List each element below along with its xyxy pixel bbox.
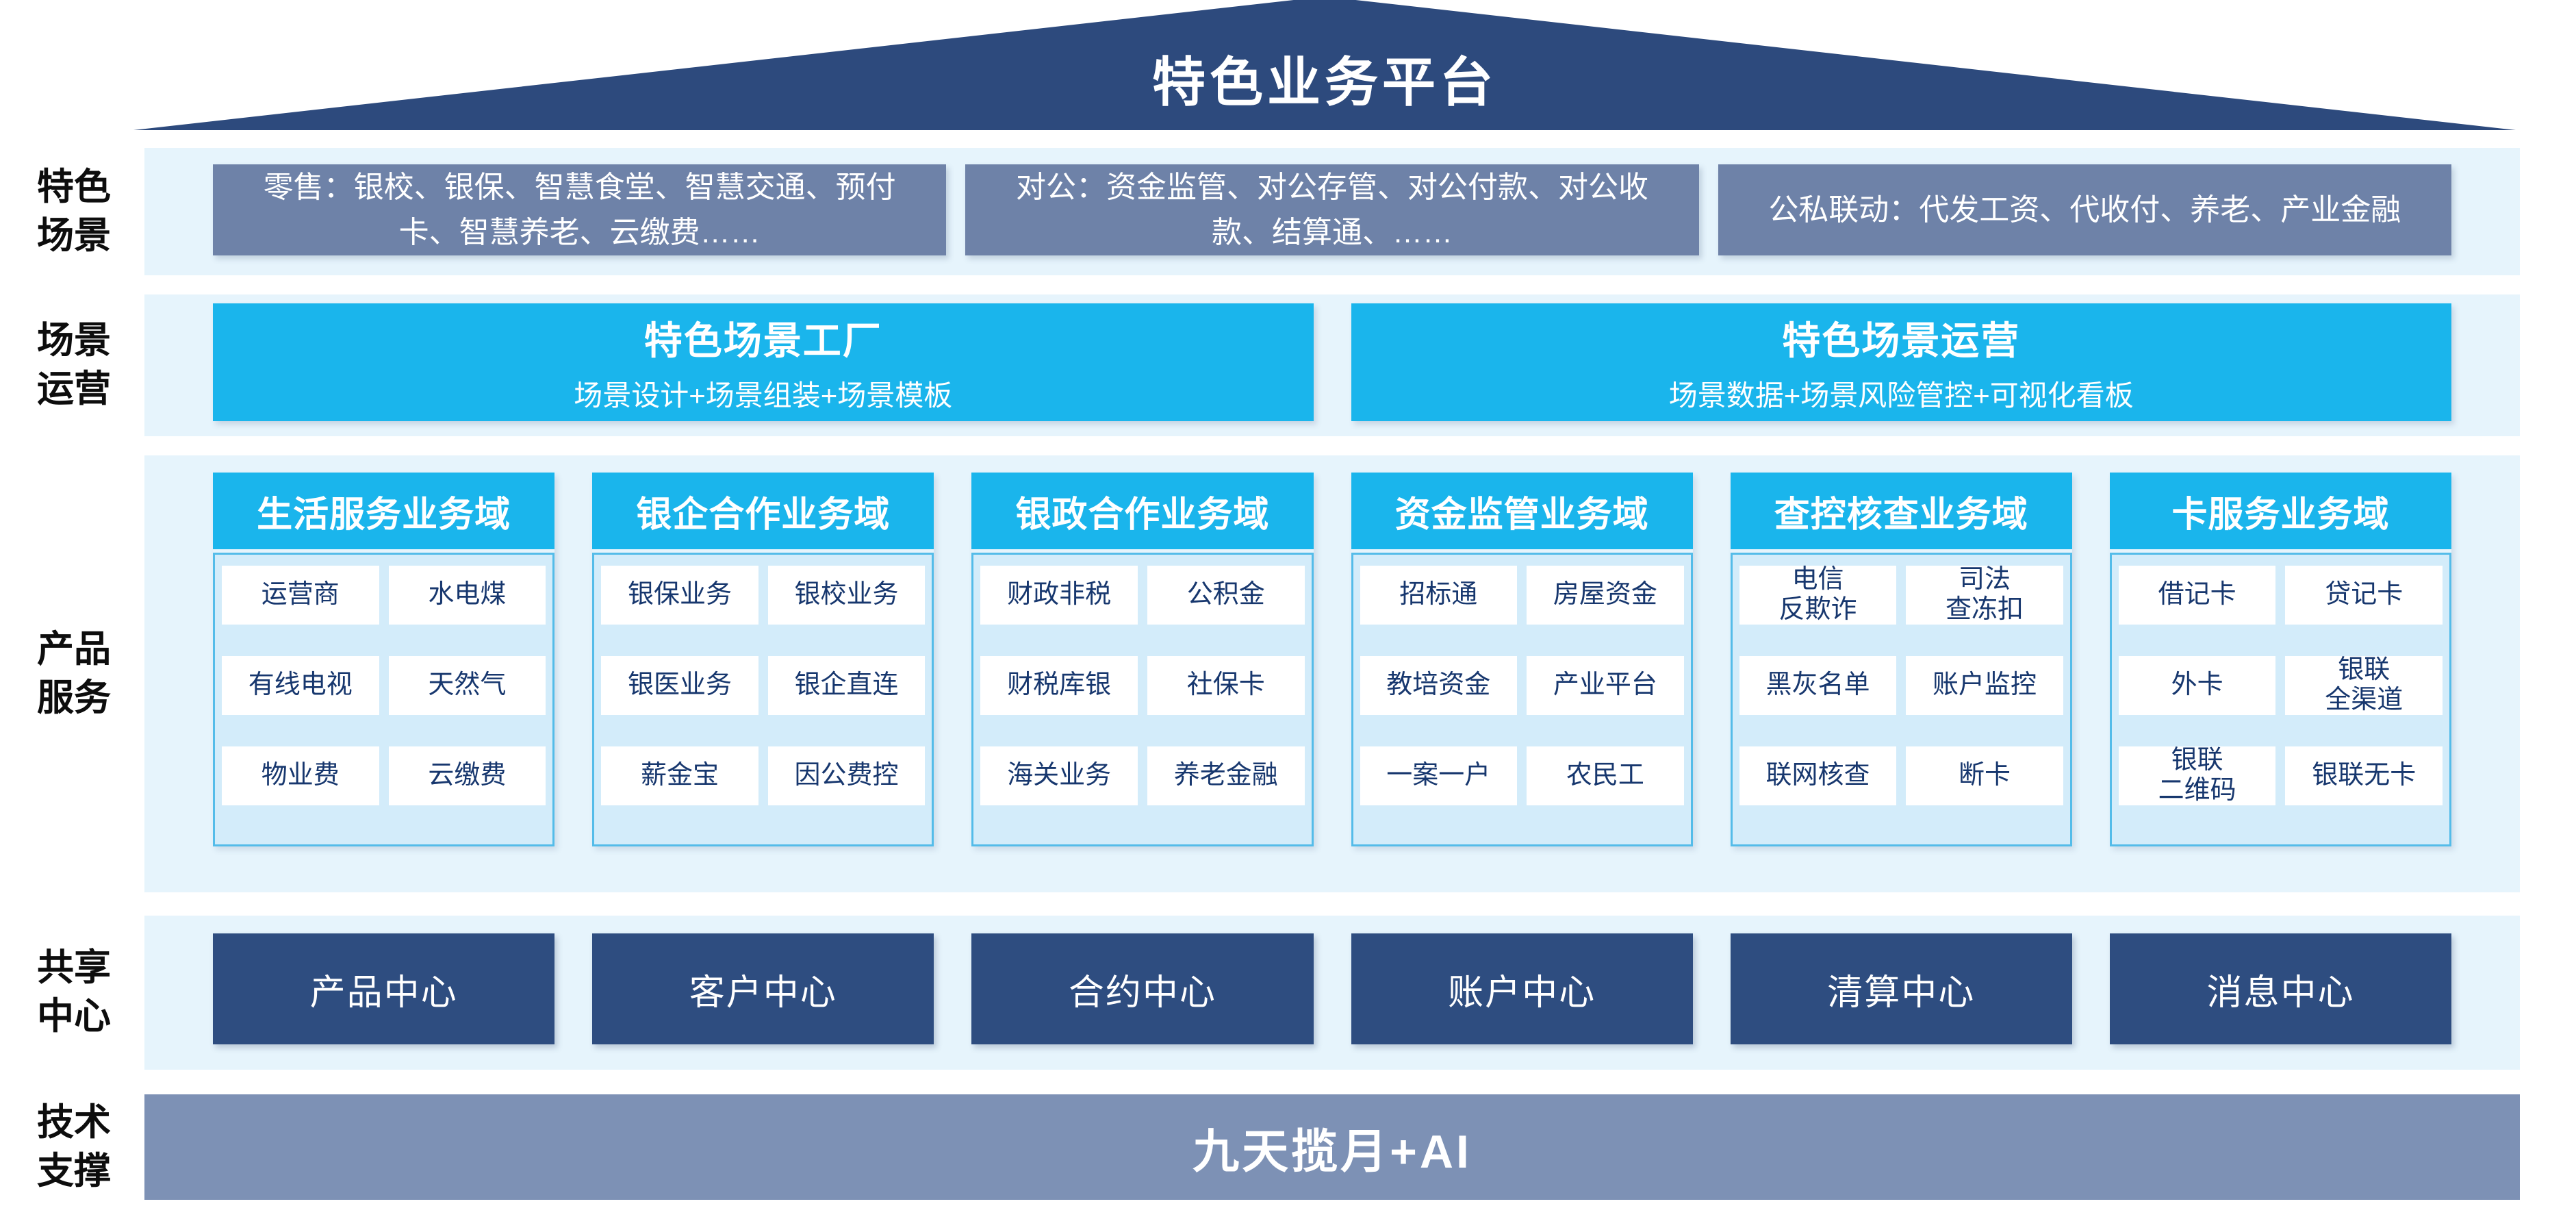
product-item: 账户监控	[1906, 656, 2063, 715]
product-item: 银医业务	[601, 656, 758, 715]
platform-title: 特色业务平台	[1151, 52, 1497, 112]
center-box-clearing: 清算中心	[1730, 933, 2072, 1044]
center-box-product: 产品中心	[213, 933, 555, 1044]
product-item: 水电煤	[388, 566, 546, 625]
product-item: 物业费	[222, 746, 379, 805]
op-box-scenario-operation: 特色场景运营 场景数据+场景风险管控+可视化看板	[1351, 303, 2451, 421]
product-item: 黑灰名单	[1739, 656, 1897, 715]
shared-centers-band: 产品中心 客户中心 合约中心 账户中心 清算中心 消息中心	[144, 916, 2520, 1070]
side-label-scenarios: 特色 场景	[37, 166, 111, 257]
product-column-fund-supervision: 资金监管业务域 招标通 房屋资金 教培资金 产业平台 一案一户 农民工	[1351, 473, 1693, 846]
product-item: 银校业务	[767, 566, 926, 625]
product-item: 运营商	[222, 566, 379, 625]
center-box-message: 消息中心	[2109, 933, 2452, 1044]
product-item: 外卡	[2118, 656, 2276, 715]
product-item: 银联 二维码	[2118, 746, 2276, 805]
product-item: 联网核查	[1739, 746, 1897, 805]
product-item: 贷记卡	[2285, 566, 2443, 625]
product-column-body: 招标通 房屋资金 教培资金 产业平台 一案一户 农民工	[1351, 553, 1693, 846]
side-label-products: 产品 服务	[37, 629, 111, 719]
product-item: 电信 反欺诈	[1739, 565, 1897, 625]
roof-banner: 特色业务平台	[133, 0, 2516, 130]
product-item: 农民工	[1527, 746, 1684, 805]
op-box-title: 特色场景工厂	[643, 319, 882, 362]
product-item: 司法 查冻扣	[1906, 565, 2063, 625]
scenario-box-retail: 零售：银校、银保、智慧食堂、智慧交通、预付卡、智慧养老、云缴费……	[213, 164, 947, 255]
product-column-header: 资金监管业务域	[1351, 473, 1693, 549]
product-column-body: 电信 反欺诈 司法 查冻扣 黑灰名单 账户监控 联网核查 断卡	[1730, 553, 2072, 846]
tech-support-title: 九天揽月+AI	[1193, 1125, 1472, 1178]
side-label-shared: 共享 中心	[37, 947, 111, 1038]
scenario-box-corporate: 对公：资金监管、对公存管、对公付款、对公收款、结算通、……	[965, 164, 1699, 255]
product-item: 银联无卡	[2285, 746, 2443, 805]
product-item: 有线电视	[222, 656, 379, 715]
product-item: 银联 全渠道	[2285, 655, 2443, 715]
op-box-title: 特色场景运营	[1782, 319, 2021, 362]
product-item: 产业平台	[1527, 656, 1684, 715]
side-label-tech: 技术 支撑	[37, 1102, 111, 1192]
center-box-contract: 合约中心	[971, 933, 1314, 1044]
product-column-header: 查控核查业务域	[1730, 473, 2072, 549]
product-item: 银企直连	[767, 656, 926, 715]
product-column-life-services: 生活服务业务域 运营商 水电煤 有线电视 天然气 物业费 云缴费	[213, 473, 555, 846]
operations-band: 特色场景工厂 场景设计+场景组装+场景模板 特色场景运营 场景数据+场景风险管控…	[144, 294, 2520, 436]
tech-support-bar: 九天揽月+AI	[144, 1094, 2520, 1200]
product-column-header: 银政合作业务域	[971, 473, 1314, 549]
product-item: 公积金	[1147, 566, 1305, 625]
product-column-header: 生活服务业务域	[213, 473, 555, 549]
product-column-bank-government: 银政合作业务域 财政非税 公积金 财税库银 社保卡 海关业务 养老金融	[971, 473, 1314, 846]
op-box-subtitle: 场景数据+场景风险管控+可视化看板	[1668, 379, 2134, 412]
scenarios-band: 零售：银校、银保、智慧食堂、智慧交通、预付卡、智慧养老、云缴费…… 对公：资金监…	[144, 148, 2520, 275]
product-column-body: 运营商 水电煤 有线电视 天然气 物业费 云缴费	[213, 553, 555, 846]
product-item: 银保业务	[601, 566, 758, 625]
product-column-header: 卡服务业务域	[2109, 473, 2452, 549]
product-item: 借记卡	[2118, 566, 2276, 625]
product-item: 断卡	[1906, 746, 2063, 805]
product-item: 天然气	[388, 656, 546, 715]
product-column-inquiry-control: 查控核查业务域 电信 反欺诈 司法 查冻扣 黑灰名单 账户监控 联网核查 断卡	[1730, 473, 2072, 846]
op-box-subtitle: 场景设计+场景组装+场景模板	[574, 379, 953, 412]
op-box-scenario-factory: 特色场景工厂 场景设计+场景组装+场景模板	[213, 303, 1314, 421]
product-item: 海关业务	[980, 746, 1138, 805]
product-item: 房屋资金	[1527, 566, 1684, 625]
scenario-box-linkage: 公私联动：代发工资、代收付、养老、产业金融	[1718, 164, 2451, 255]
center-box-account: 账户中心	[1351, 933, 1693, 1044]
center-box-customer: 客户中心	[592, 933, 934, 1044]
product-item: 因公费控	[767, 746, 926, 805]
product-item: 云缴费	[388, 746, 546, 805]
product-item: 招标通	[1360, 566, 1518, 625]
product-item: 一案一户	[1360, 746, 1518, 805]
product-column-body: 借记卡 贷记卡 外卡 银联 全渠道 银联 二维码 银联无卡	[2109, 553, 2452, 846]
product-item: 财政非税	[980, 566, 1138, 625]
product-column-header: 银企合作业务域	[592, 473, 934, 549]
product-column-bank-enterprise: 银企合作业务域 银保业务 银校业务 银医业务 银企直连 薪金宝 因公费控	[592, 473, 934, 846]
products-band: 生活服务业务域 运营商 水电煤 有线电视 天然气 物业费 云缴费 银企合作业务域…	[144, 455, 2520, 892]
side-label-operations: 场景 运营	[37, 320, 111, 410]
product-item: 财税库银	[980, 656, 1138, 715]
product-column-card-services: 卡服务业务域 借记卡 贷记卡 外卡 银联 全渠道 银联 二维码 银联无卡	[2109, 473, 2452, 846]
product-item: 社保卡	[1147, 656, 1305, 715]
product-item: 薪金宝	[601, 746, 758, 805]
product-column-body: 银保业务 银校业务 银医业务 银企直连 薪金宝 因公费控	[592, 553, 934, 846]
product-item: 养老金融	[1147, 746, 1305, 805]
product-column-body: 财政非税 公积金 财税库银 社保卡 海关业务 养老金融	[971, 553, 1314, 846]
product-item: 教培资金	[1360, 656, 1518, 715]
